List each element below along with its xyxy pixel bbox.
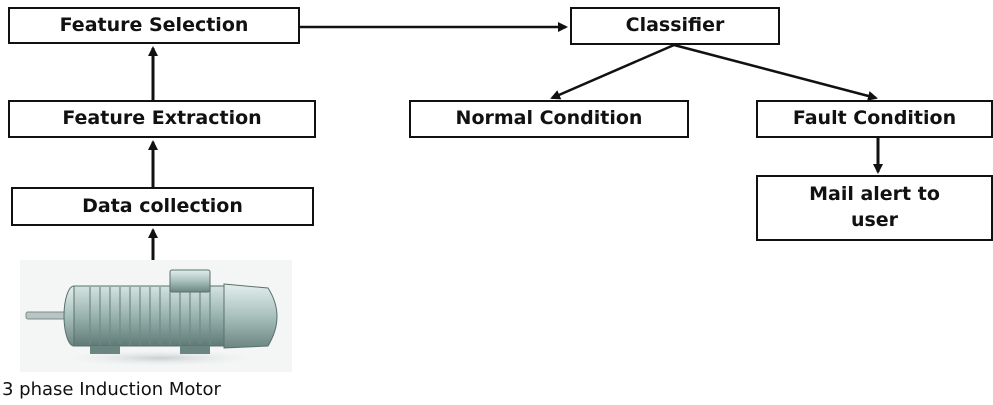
arrow-classifier-to-fault-condition — [673, 43, 878, 101]
mail-alert-label-line1: Mail alert to — [809, 183, 940, 206]
normal-condition-label: Normal Condition — [455, 107, 643, 130]
motor-caption: 3 phase Induction Motor — [2, 379, 221, 400]
arrow-classifier-to-normal-condition — [550, 43, 675, 100]
data-collection-label: Data collection — [82, 194, 243, 217]
mail-alert-box: Mail alert to user — [756, 175, 993, 241]
feature-selection-label: Feature Selection — [59, 13, 249, 36]
feature-extraction-box: Feature Extraction — [8, 100, 316, 138]
fault-condition-box: Fault Condition — [756, 100, 993, 138]
normal-condition-box: Normal Condition — [409, 100, 689, 138]
feature-extraction-label: Feature Extraction — [62, 107, 262, 130]
classifier-box: Classifier — [570, 7, 780, 45]
data-collection-box: Data collection — [11, 187, 314, 226]
induction-motor-image — [20, 260, 292, 372]
mail-alert-label-line2: user — [850, 209, 899, 231]
classifier-label: Classifier — [625, 14, 725, 37]
feature-selection-box: Feature Selection — [8, 7, 300, 44]
fault-condition-label: Fault Condition — [792, 107, 957, 130]
